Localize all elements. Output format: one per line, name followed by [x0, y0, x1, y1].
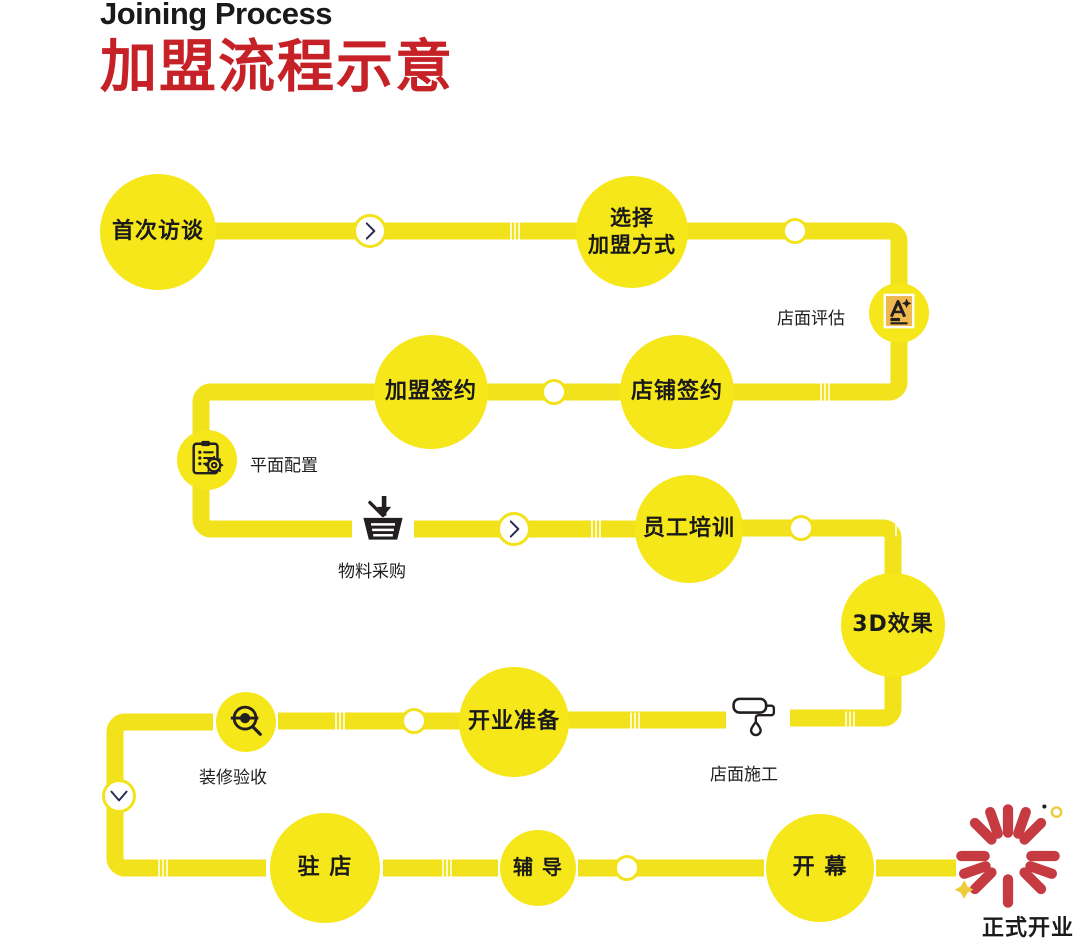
dot-descend[interactable]: [102, 779, 136, 813]
title-english: Joining Process: [100, 0, 332, 31]
icon-step-label-decoration-check: 装修验收: [199, 768, 267, 788]
dot-after-first-interview[interactable]: [353, 214, 387, 248]
icon-step-store-evaluation[interactable]: [869, 283, 929, 343]
firework-burst-icon: [952, 804, 1064, 916]
chevron-right-icon: [501, 516, 527, 542]
flow-node-label: 选择加盟方式: [588, 205, 676, 257]
track-segment-row3-right: [740, 519, 902, 577]
flow-node-grand-opening[interactable]: 开 幕: [766, 814, 874, 922]
flow-node-label: 开业准备: [467, 709, 560, 735]
flow-node-label: 3D效果: [852, 612, 934, 638]
dot-after-coaching[interactable]: [614, 855, 640, 881]
icon-step-material-purchase[interactable]: [355, 494, 411, 550]
dot-before-opening-prep[interactable]: [401, 708, 427, 734]
track-segment-to-row2: [728, 341, 908, 401]
chevron-down-icon: [106, 783, 132, 809]
flow-node-resident-store[interactable]: 驻 店: [270, 813, 380, 923]
track-segment-row1-right: [678, 222, 908, 286]
dot-before-training[interactable]: [497, 512, 531, 546]
flow-node-label: 驻 店: [297, 855, 353, 881]
magnifier-target-icon: [227, 701, 265, 744]
finale-label: 正式开业: [982, 916, 1075, 941]
flow-node-choose-mode[interactable]: 选择加盟方式: [576, 176, 688, 288]
flow-node-label: 店铺签约: [630, 379, 723, 405]
basket-download-icon: [359, 495, 407, 549]
document-rating-icon: [880, 292, 918, 335]
track-segment-to-row4: [790, 673, 902, 727]
flow-node-label: 首次访谈: [111, 219, 204, 245]
flow-node-label: 加盟签约: [384, 379, 477, 405]
icon-step-label-material-purchase: 物料采购: [338, 562, 406, 582]
flow-node-label: 开 幕: [792, 855, 848, 881]
dot-between-signings[interactable]: [541, 379, 567, 405]
flow-node-label: 员工培训: [642, 516, 735, 542]
dot-after-training[interactable]: [788, 515, 814, 541]
finale-official-opening[interactable]: [952, 800, 1076, 924]
flow-node-3d-effect[interactable]: 3D效果: [841, 573, 945, 677]
icon-step-label-layout-config: 平面配置: [250, 456, 318, 476]
flow-node-first-interview[interactable]: 首次访谈: [100, 174, 216, 290]
icon-step-label-store-construction: 店面施工: [710, 765, 778, 785]
flow-node-opening-prep[interactable]: 开业准备: [459, 667, 569, 777]
flow-node-coaching[interactable]: 辅 导: [500, 830, 576, 906]
title-chinese: 加盟流程示意: [100, 33, 454, 100]
icon-step-label-store-evaluation: 店面评估: [777, 309, 845, 329]
page-title: Joining Process 加盟流程示意: [100, 0, 454, 98]
dot-after-choose-mode[interactable]: [782, 218, 808, 244]
icon-step-store-construction[interactable]: [727, 690, 783, 746]
chevron-right-icon: [357, 218, 383, 244]
clipboard-gear-icon: [188, 439, 226, 482]
flow-node-franchise-signing[interactable]: 加盟签约: [374, 335, 488, 449]
flow-node-store-signing[interactable]: 店铺签约: [620, 335, 734, 449]
track-tick-marks: [158, 222, 897, 877]
flow-node-staff-training[interactable]: 员工培训: [635, 475, 743, 583]
flow-node-label: 辅 导: [513, 855, 563, 880]
icon-step-layout-config[interactable]: [177, 430, 237, 490]
paint-roller-icon: [731, 692, 779, 745]
icon-step-decoration-check[interactable]: [216, 692, 276, 752]
